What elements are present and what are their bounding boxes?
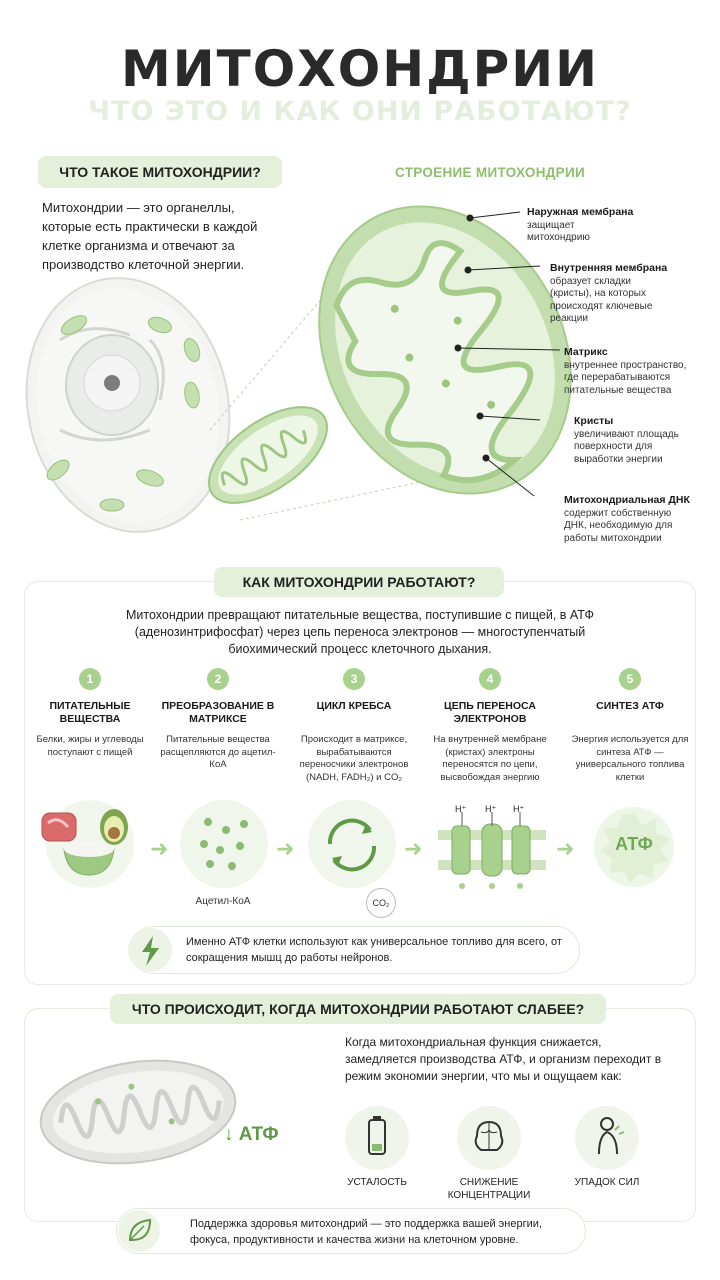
- step-2: 2 ПРЕОБРАЗОВАНИЕ В МАТРИКСЕ Питательные …: [154, 668, 282, 772]
- step-desc: Белки, жиры и углеводы поступают с пищей: [36, 734, 144, 758]
- acetyl-coa-label: Ацетил-КоА: [195, 896, 251, 907]
- step-4: 4 ЦЕПЬ ПЕРЕНОСА ЭЛЕКТРОНОВ На внутренней…: [426, 668, 554, 784]
- weak-description: Когда митохондриальная функция снижается…: [345, 1035, 662, 1083]
- low-battery-icon: [345, 1106, 409, 1170]
- atp-decrease-label: ↓ АТФ: [224, 1124, 279, 1145]
- symptom-weakness: УПАДОК СИЛ: [574, 1177, 640, 1188]
- flow-arrow-icon: ➜: [556, 836, 575, 861]
- step-title: СИНТЕЗ АТФ: [596, 700, 664, 712]
- final-note-box: [116, 1208, 586, 1254]
- energy-note-text: Именно АТФ клетки используют как универс…: [186, 936, 562, 964]
- step-desc: Происходит в матриксе, вырабатываются пе…: [299, 734, 409, 783]
- flow-arrow-icon: ➜: [404, 836, 423, 861]
- symptom-fatigue: УСТАЛОСТЬ: [347, 1177, 407, 1188]
- step-5: 5 СИНТЕЗ АТФ Энергия используется для си…: [566, 668, 694, 784]
- krebs-cycle-icon: [327, 818, 377, 872]
- step-title: ПРЕОБРАЗОВАНИЕ В МАТРИКСЕ: [161, 700, 275, 725]
- proton-label: H⁺: [513, 804, 525, 814]
- tired-person-icon: [575, 1106, 639, 1170]
- proton-label: H⁺: [485, 804, 497, 814]
- acetyl-dots-icon: [200, 818, 248, 870]
- flow-arrow-icon: ➜: [276, 836, 295, 861]
- energy-note-box: [130, 926, 580, 974]
- step-number: 2: [207, 668, 229, 690]
- cell-illustration: [25, 205, 572, 533]
- proton-label: H⁺: [455, 804, 467, 814]
- symptom-concentration: СНИЖЕНИЕ КОНЦЕНТРАЦИИ: [447, 1177, 531, 1201]
- brain-icon: [457, 1106, 521, 1170]
- krebs-icon-bg: [308, 800, 396, 888]
- step-desc: Питательные вещества расщепляются до аце…: [160, 734, 276, 770]
- gray-mitochondrion-illustration: [39, 1059, 237, 1165]
- atp-label: АТФ: [615, 834, 653, 854]
- co2-badge: CO₂: [366, 888, 396, 918]
- how-it-works-panel: [24, 581, 696, 985]
- section-heading-how: КАК МИТОХОНДРИИ РАБОТАЮТ?: [214, 567, 504, 597]
- lightning-icon: [128, 928, 172, 972]
- structure-heading: СТРОЕНИЕ МИТОХОНДРИИ: [395, 165, 585, 180]
- page-subtitle: ЧТО ЭТО И КАК ОНИ РАБОТАЮТ?: [88, 96, 632, 127]
- flow-arrow-icon: ➜: [150, 836, 169, 861]
- section-heading-what: ЧТО ТАКОЕ МИТОХОНДРИИ?: [38, 156, 282, 188]
- step-title: ЦЕПЬ ПЕРЕНОСА ЭЛЕКТРОНОВ: [444, 700, 536, 725]
- final-note-text: Поддержка здоровья митохондрий — это под…: [190, 1218, 542, 1246]
- page-title: МИТОХОНДРИИ: [121, 40, 599, 98]
- leaf-icon: [118, 1210, 160, 1252]
- section-heading-weak: ЧТО ПРОИСХОДИТ, КОГДА МИТОХОНДРИИ РАБОТА…: [110, 994, 606, 1024]
- step-title: ПИТАТЕЛЬНЫЕ ВЕЩЕСТВА: [49, 700, 131, 725]
- step-desc: На внутренней мембране (кристах) электро…: [433, 734, 547, 783]
- step-number: 4: [479, 668, 501, 690]
- what-description: Митохондрии — это органеллы, которые ест…: [42, 200, 258, 272]
- step-number: 5: [619, 668, 641, 690]
- food-icon: [41, 809, 128, 876]
- electron-chain-icon: [438, 812, 546, 889]
- step-1: 1 ПИТАТЕЛЬНЫЕ ВЕЩЕСТВА Белки, жиры и угл…: [26, 668, 154, 759]
- matrix-icon-bg: [180, 800, 268, 888]
- step-number: 3: [343, 668, 365, 690]
- step-number: 1: [79, 668, 101, 690]
- atp-burst-icon: [594, 807, 674, 887]
- step-3: 3 ЦИКЛ КРЕБСА Происходит в матриксе, выр…: [290, 668, 418, 784]
- how-intro-text: Митохондрии превращают питательные вещес…: [126, 608, 594, 656]
- step-desc: Энергия используется для синтеза АТФ — у…: [571, 734, 689, 783]
- step-title: ЦИКЛ КРЕБСА: [316, 700, 392, 712]
